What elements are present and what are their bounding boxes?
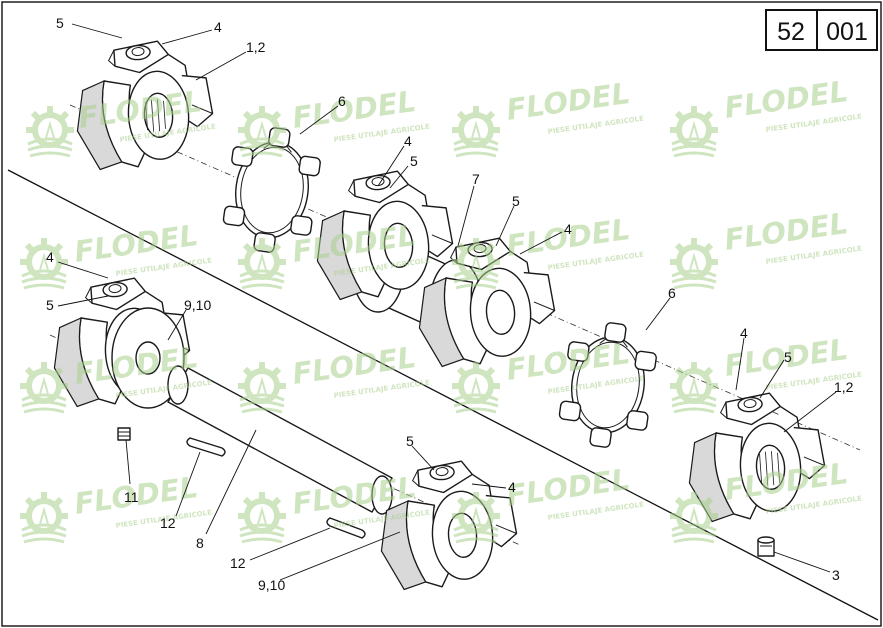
callout-4: 4 xyxy=(508,479,516,495)
page-number-box: 52 001 xyxy=(765,9,878,51)
callout-4: 4 xyxy=(404,133,412,149)
callout-4: 4 xyxy=(740,325,748,341)
key-lower xyxy=(326,517,366,539)
section-divider-line xyxy=(7,169,879,621)
coupling-yoke-top-left xyxy=(70,36,217,172)
callout-labels: 5 4 1,2 6 4 5 7 5 4 4 5 9,10 6 4 5 1,2 1… xyxy=(46,15,854,593)
flange-disc-lower-left xyxy=(111,307,185,409)
callout-9-10: 9,10 xyxy=(258,577,285,593)
callout-1-2: 1,2 xyxy=(246,39,266,55)
page-section: 52 xyxy=(777,18,805,46)
callout-4: 4 xyxy=(46,249,54,265)
leader-lines xyxy=(57,23,837,581)
grease-nipple-right xyxy=(757,536,775,557)
callout-5: 5 xyxy=(512,193,520,209)
callout-8: 8 xyxy=(196,535,204,551)
tube-shaft xyxy=(167,365,393,515)
grease-nipple-lower-left xyxy=(117,427,131,441)
callout-9-10: 9,10 xyxy=(184,297,211,313)
callout-5: 5 xyxy=(56,15,64,31)
callout-5: 5 xyxy=(410,153,418,169)
callout-11: 11 xyxy=(124,489,139,505)
callout-6: 6 xyxy=(338,93,346,109)
callout-7: 7 xyxy=(472,171,480,187)
callout-12: 12 xyxy=(160,515,176,531)
key-upper xyxy=(186,437,226,457)
callout-5: 5 xyxy=(46,297,54,313)
callout-4: 4 xyxy=(214,19,222,35)
callout-5: 5 xyxy=(406,433,414,449)
coupling-yoke-right xyxy=(682,388,829,524)
page-sheet: 001 xyxy=(826,18,868,46)
callout-5: 5 xyxy=(784,349,792,365)
callout-3: 3 xyxy=(832,567,840,583)
callout-1-2: 1,2 xyxy=(834,379,854,395)
callout-4: 4 xyxy=(564,221,572,237)
callout-6: 6 xyxy=(668,285,676,301)
callout-12: 12 xyxy=(230,555,246,571)
